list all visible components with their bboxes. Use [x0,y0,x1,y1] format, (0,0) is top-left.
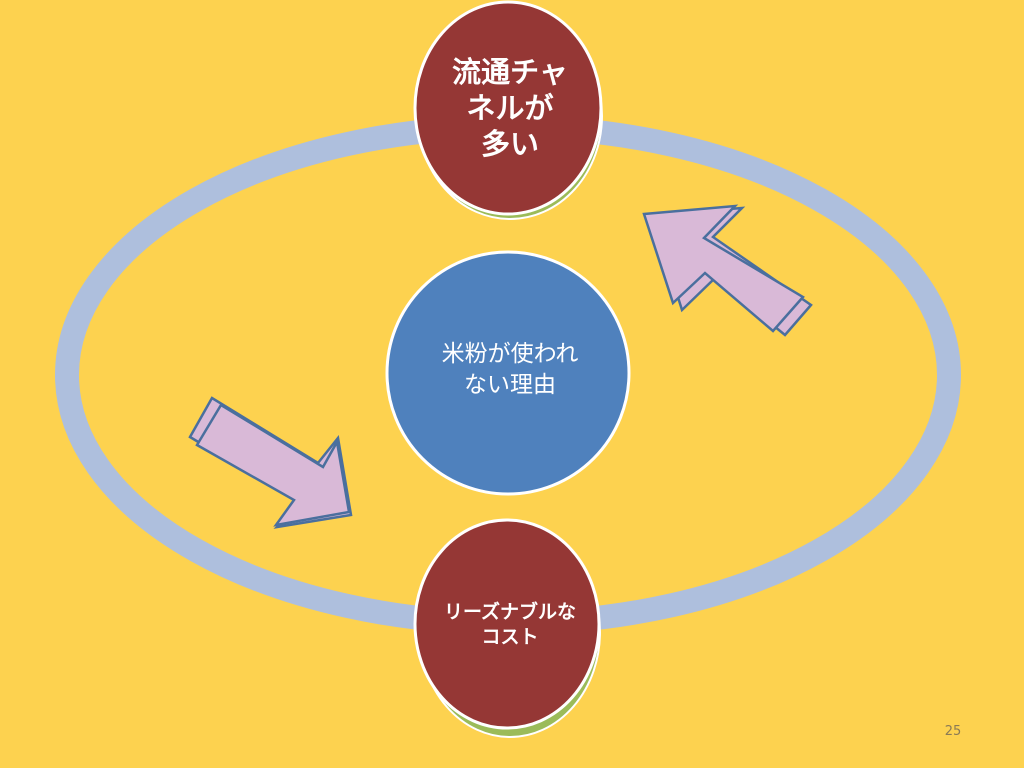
arrow-up-left-icon [642,204,813,337]
arrow-down-right-body [195,403,351,527]
arrow-down-right-icon [188,396,353,529]
center-circle [385,250,631,496]
node-bottom-label: リーズナブルな コスト [443,601,577,648]
center-label: 米粉が使われ ない理由 [441,341,579,398]
node-top-circle [413,0,603,216]
node-top [413,0,603,220]
node-top-label: 流通チャ ネルが 多い [452,55,568,161]
arrow-up-left-body [642,204,805,333]
page-number: 25 [944,724,962,739]
node-bottom-circle [413,518,601,730]
node-bottom [413,518,601,738]
